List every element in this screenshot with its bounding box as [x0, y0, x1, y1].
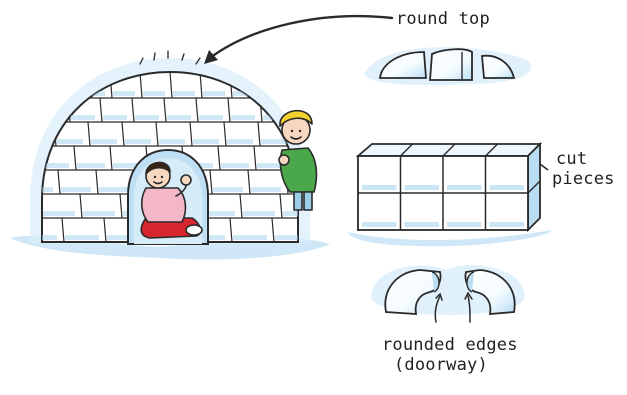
wall-block-shade — [447, 222, 482, 227]
wall-block-shade — [362, 222, 397, 227]
igloo-block-joint — [20, 122, 22, 146]
igloo-block-shade — [57, 139, 83, 144]
igloo-block-joint — [314, 218, 316, 242]
igloo-block-shade — [173, 91, 195, 96]
curved-arrow-head — [204, 50, 218, 64]
igloo-block-shade — [261, 139, 287, 144]
igloo-block-shade — [143, 91, 165, 96]
rounded-edges-label-line1: rounded edges — [382, 335, 518, 355]
cut-pieces-label-line1: cut — [556, 149, 587, 169]
wall-block-shade — [405, 222, 440, 227]
wall-block-shade — [447, 185, 482, 190]
cut-pieces-label-line2: pieces — [552, 169, 615, 189]
wall-block-shade — [362, 185, 397, 190]
igloo-block-joint — [20, 72, 22, 98]
round-top-piece-1 — [380, 52, 426, 78]
igloo-block-shade — [203, 91, 225, 96]
igloo-block-shade — [77, 163, 105, 168]
round-top-pieces — [364, 47, 531, 85]
igloo-block-shade — [135, 115, 159, 120]
igloo-block-shade — [53, 91, 75, 96]
cut-pieces-halo — [348, 230, 552, 246]
igloo-block-shade — [61, 187, 91, 192]
igloo-block-joint — [36, 98, 38, 122]
doorway-pieces — [372, 265, 525, 315]
igloo-block-shade — [83, 211, 115, 216]
curved-arrow-icon — [210, 16, 392, 58]
igloo-block-shade — [71, 115, 95, 120]
igloo-block-shade — [99, 187, 129, 192]
igloo-block-shade — [167, 115, 191, 120]
round-top-label: round top — [396, 9, 490, 29]
igloo-block-shade — [23, 91, 45, 96]
igloo-block-shade — [243, 211, 275, 216]
igloo-block-shade — [221, 163, 249, 168]
igloo-block-shade — [199, 115, 223, 120]
igloo-block-joint — [50, 72, 52, 98]
igloo-block-shade — [193, 139, 219, 144]
wall-block-shade — [490, 222, 525, 227]
wall-block-shade — [490, 185, 525, 190]
igloo-block-shade — [65, 235, 99, 240]
igloo-block-shade — [227, 139, 253, 144]
cut-pieces-pointer — [540, 164, 548, 170]
igloo-block-joint — [20, 170, 22, 194]
igloo-block-shade — [103, 115, 127, 120]
igloo-block-shade — [125, 139, 151, 144]
igloo-block-shade — [213, 187, 243, 192]
igloo-block-shade — [159, 139, 185, 144]
rounded-edges-label-line2: (doorway) — [394, 355, 488, 375]
igloo-block-shade — [251, 187, 281, 192]
cut-pieces-wall — [348, 144, 552, 246]
wall-block-shade — [405, 185, 440, 190]
igloo-block-shade — [43, 211, 75, 216]
igloo-block-shade — [293, 91, 315, 96]
igloo-block-shade — [233, 235, 267, 240]
igloo-block-joint — [290, 72, 292, 98]
igloo-block-shade — [317, 235, 351, 240]
igloo-block-shade — [91, 139, 117, 144]
igloo-block-shade — [231, 115, 255, 120]
igloo-block-shade — [113, 91, 135, 96]
round-top-piece-2 — [430, 49, 472, 80]
